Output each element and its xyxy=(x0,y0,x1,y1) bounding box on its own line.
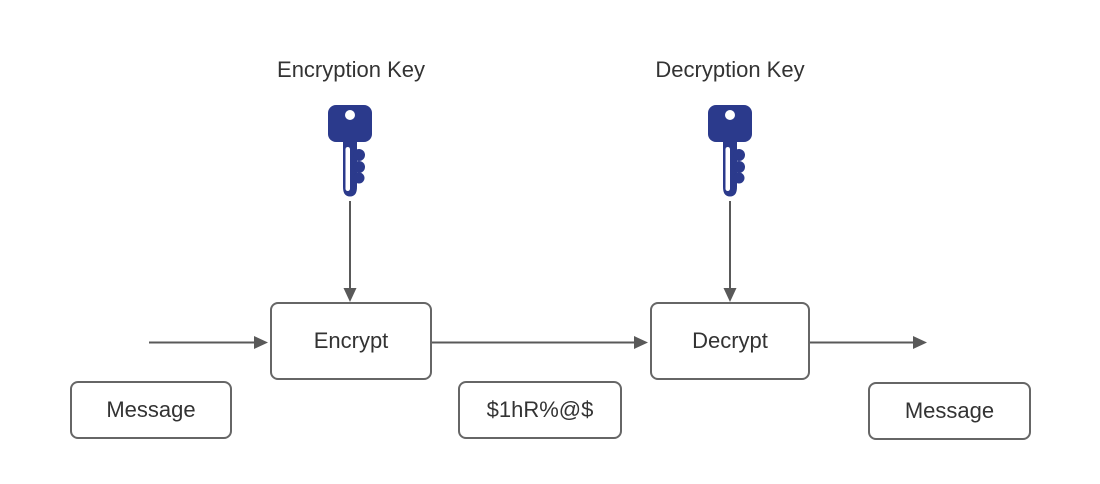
decryption-key-label: Decryption Key xyxy=(655,57,805,82)
arrow-decryption-key-to-decrypt xyxy=(723,201,737,302)
key-icon-shape xyxy=(708,105,752,197)
arrow-encrypt-to-decrypt xyxy=(432,336,648,349)
message-input-box: Message xyxy=(70,381,232,439)
key-icon-shape xyxy=(328,105,372,197)
message-input-label: Message xyxy=(106,397,196,422)
ciphertext-box: $1hR%@$ xyxy=(458,381,622,439)
message-output-label: Message xyxy=(904,398,995,423)
decrypt-box: Decrypt xyxy=(650,302,810,380)
arrow-message-to-encrypt xyxy=(149,336,268,349)
arrow-encryption-key-to-encrypt xyxy=(343,201,357,302)
encryption-key-label: Encryption Key xyxy=(277,57,425,82)
key-icon xyxy=(328,105,372,197)
ciphertext-label: $1hR%@$ xyxy=(486,397,594,422)
decrypt-box-label: Decrypt xyxy=(692,328,768,353)
encrypt-box-label: Encrypt xyxy=(313,328,389,353)
message-output-box: Message xyxy=(868,382,1031,440)
encrypt-box: Encrypt xyxy=(270,302,432,380)
arrow-decrypt-to-message xyxy=(810,336,927,349)
key-icon xyxy=(708,105,752,197)
